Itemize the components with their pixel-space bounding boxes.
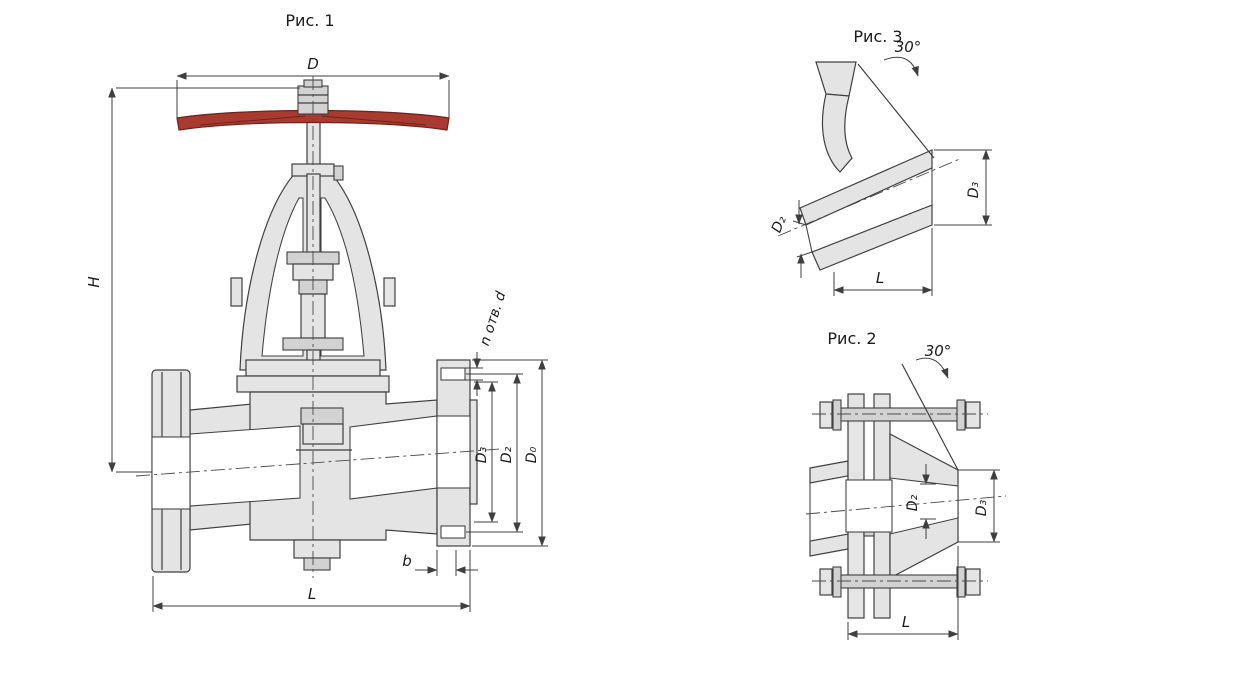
yoke-lug-left xyxy=(230,277,243,307)
valve-section-drawing xyxy=(151,79,478,573)
washer xyxy=(832,399,842,431)
pipe-bore xyxy=(805,167,933,253)
outlet-bore xyxy=(349,415,438,500)
bolt-top xyxy=(812,399,988,431)
bevel-line xyxy=(857,63,935,159)
weld-end-drawing xyxy=(777,61,963,271)
valve-body xyxy=(189,391,438,571)
dim-height: H xyxy=(85,87,300,473)
dim-label-D: D xyxy=(307,55,319,73)
dim-label-L: L xyxy=(876,269,884,287)
handwheel-spoke xyxy=(320,115,427,126)
disc-holder xyxy=(300,407,344,425)
dim-bevel-angle-fig2: 30° xyxy=(915,342,952,379)
grease-fitting xyxy=(333,165,344,181)
bolt-shaft xyxy=(829,574,979,589)
dim-label-b: b xyxy=(402,552,412,570)
bolt-hole-bottom xyxy=(440,525,466,539)
handwheel-spoke xyxy=(199,115,306,126)
dim-d2: D₂ xyxy=(466,373,523,533)
flow-centerline xyxy=(135,448,501,477)
dim-length-fig3: L xyxy=(833,228,933,296)
bolt-hole-top xyxy=(440,367,466,381)
yoke-window-left xyxy=(261,197,304,357)
angle-leader-arc xyxy=(915,357,949,379)
figure-1-title: Рис. 1 xyxy=(285,11,334,30)
angle-leader-arc xyxy=(883,56,919,77)
pipe-centerline xyxy=(777,157,963,237)
inlet-bore xyxy=(189,425,301,507)
inlet-flange xyxy=(151,369,191,573)
dim-label-d3: D₃ xyxy=(974,499,990,516)
dim-label-d3: D₃ xyxy=(966,181,982,198)
figure-1: Рис. 1 xyxy=(85,11,548,612)
pipe-bore xyxy=(809,475,849,542)
dim-label-L: L xyxy=(902,613,910,631)
dim-wheel-diameter: D xyxy=(176,55,450,118)
washer xyxy=(956,399,966,431)
dim-bolt-holes: n отв. d xyxy=(465,290,510,396)
yoke xyxy=(230,163,396,371)
centerlines-fig1 xyxy=(135,76,501,578)
figure-2-title: Рис. 2 xyxy=(827,329,876,348)
dim-d0: D₀ xyxy=(472,359,548,547)
yoke-window-right xyxy=(320,197,365,357)
bottom-boss xyxy=(293,539,341,559)
dim-d3: D₃ xyxy=(474,381,498,523)
dim-label-d2: D₂ xyxy=(905,494,921,511)
flange-bore xyxy=(845,479,893,533)
figure-3: Рис. 3 30° D₂ D₃ xyxy=(769,27,992,296)
valve-disc xyxy=(302,423,344,445)
dim-label-L: L xyxy=(308,585,316,603)
pipe-centerline xyxy=(805,495,1007,515)
body-neck xyxy=(821,93,853,173)
dim-label-bolt-holes: n отв. d xyxy=(477,290,510,348)
bolt-nut xyxy=(965,568,981,596)
extension-line xyxy=(796,251,813,258)
washer xyxy=(956,566,966,598)
bolt-head xyxy=(819,401,833,429)
dim-d2-fig2: D₂ xyxy=(905,464,936,539)
bolt-bottom xyxy=(812,566,988,598)
dim-label-d0: D₀ xyxy=(524,446,540,463)
dim-length-fig2: L xyxy=(847,546,959,640)
washer xyxy=(832,566,842,598)
dim-label-angle: 30° xyxy=(925,342,952,360)
bevel-line xyxy=(901,363,959,471)
yoke-lug-right xyxy=(383,277,396,307)
bottom-plug xyxy=(303,557,331,571)
dim-d3-fig3: D₃ xyxy=(934,149,992,226)
bolt-head xyxy=(819,568,833,596)
dim-d3-fig2: D₃ xyxy=(958,469,1000,543)
bolt-nut xyxy=(965,401,981,429)
stem-in-yoke xyxy=(306,173,321,265)
figure-2: Рис. 2 xyxy=(805,329,1007,640)
dim-length-fig1: L xyxy=(152,550,471,612)
flanged-end-drawing xyxy=(805,363,1007,619)
dim-label-d3: D₃ xyxy=(474,446,490,463)
dim-bevel-angle-fig3: 30° xyxy=(883,38,922,77)
body-stub xyxy=(815,61,857,97)
figure-3-title: Рис. 3 xyxy=(853,27,902,46)
dim-d2-fig3: D₂ xyxy=(769,200,813,278)
bolt-shaft xyxy=(829,407,979,422)
dim-label-angle: 30° xyxy=(895,38,922,56)
dim-label-d2: D₂ xyxy=(499,446,515,463)
dim-label-d2: D₂ xyxy=(769,214,790,236)
dim-label-H: H xyxy=(85,276,103,287)
dim-flange-thickness: b xyxy=(402,550,478,576)
